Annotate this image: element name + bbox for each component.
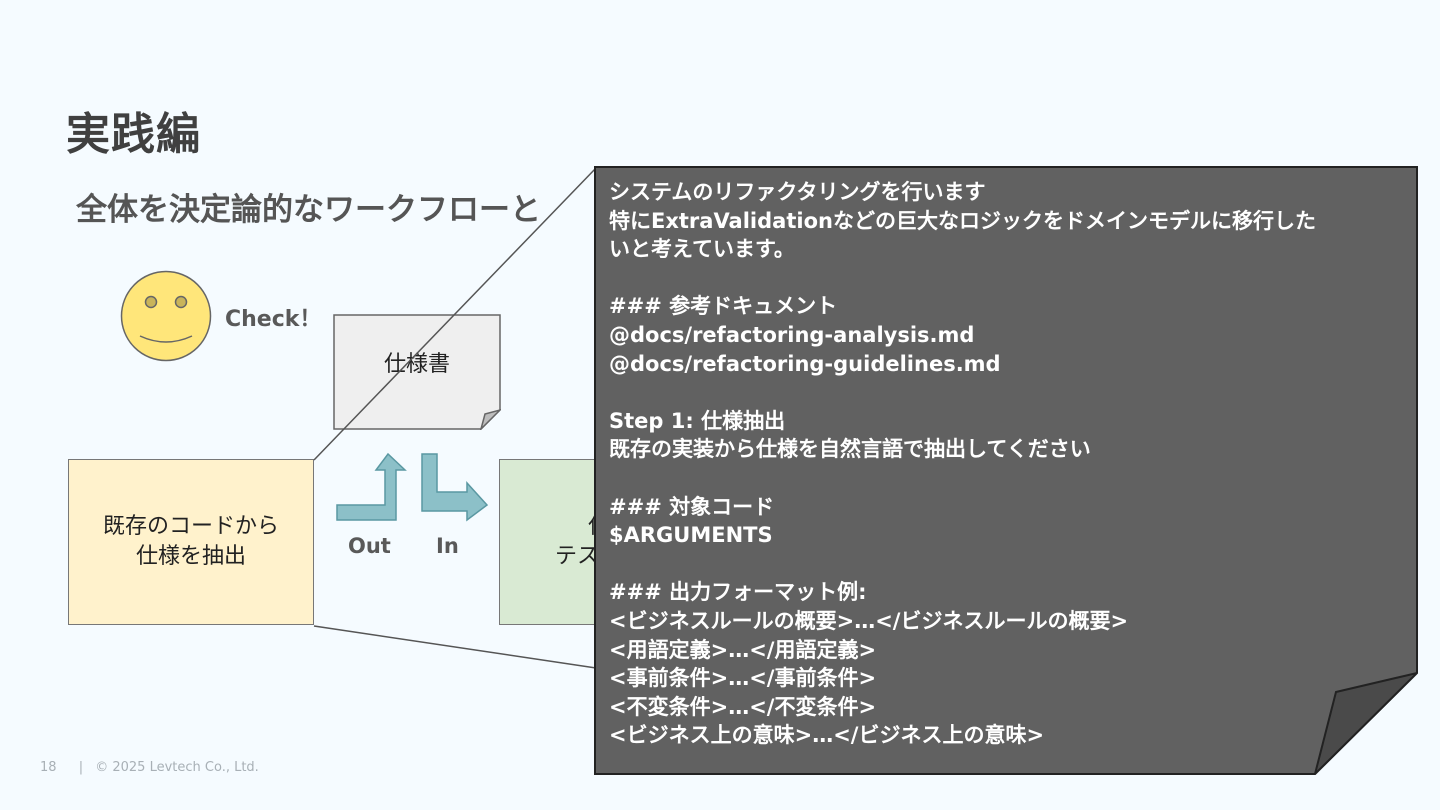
prompt-note-line: @docs/refactoring-guidelines.md [609, 351, 1001, 376]
prompt-note-line [609, 464, 1399, 493]
extract-spec-line-2: 仕様を抽出 [135, 544, 246, 569]
prompt-note-line [609, 264, 1399, 293]
prompt-note-line: <不変条件>…</不変条件> [609, 694, 877, 719]
prompt-note-text: システムのリファクタリングを行います特にExtraValidationなどの巨大… [609, 178, 1399, 750]
prompt-note-line: 特にExtraValidationなどの巨大なロジックをドメインモデルに移行した [609, 208, 1316, 233]
extract-spec-box: 既存のコードから 仕様を抽出 [68, 459, 314, 625]
footer-separator: | [78, 760, 84, 775]
prompt-note-line: ### 参考ドキュメント [609, 294, 838, 319]
in-label: In [436, 534, 459, 558]
prompt-note-line: <事前条件>…</事前条件> [609, 666, 877, 691]
prompt-note-line: いと考えています。 [609, 237, 795, 262]
prompt-note-line: ### 出力フォーマット例: [609, 580, 867, 605]
prompt-note-line [609, 378, 1399, 407]
page-title: 実践編 [66, 109, 201, 160]
out-label: Out [348, 534, 391, 558]
prompt-note-line: <用語定義>…</用語定義> [609, 637, 877, 662]
prompt-note-line: Step 1: 仕様抽出 [609, 408, 786, 433]
prompt-note-shape [594, 166, 1418, 775]
footer: 18 | © 2025 Levtech Co., Ltd. [40, 760, 259, 775]
page-number: 18 [40, 760, 57, 775]
check-label: Check！ [225, 307, 322, 332]
smiley-face-icon [120, 270, 212, 362]
copyright: © 2025 Levtech Co., Ltd. [95, 760, 259, 775]
out-arrow-icon [336, 452, 407, 521]
prompt-note-line: $ARGUMENTS [609, 523, 773, 548]
prompt-note-line: @docs/refactoring-analysis.md [609, 322, 975, 347]
prompt-note-line: <ビジネスルールの概要>…</ビジネスルールの概要> [609, 608, 1129, 633]
out-in-arrows [336, 452, 489, 522]
page-subtitle: 全体を決定論的なワークフローと [76, 192, 541, 228]
extract-spec-line-1: 既存のコードから [102, 514, 279, 539]
prompt-note-line: ### 対象コード [609, 494, 775, 519]
in-arrow-icon [421, 453, 489, 522]
prompt-note-line [609, 550, 1399, 579]
prompt-note-line: <ビジネス上の意味>…</ビジネス上の意味> [609, 723, 1045, 748]
prompt-note-line: 既存の実装から仕様を自然言語で抽出してください [609, 437, 1091, 462]
prompt-note-line: システムのリファクタリングを行います [609, 180, 986, 204]
spec-document-label: 仕様書 [383, 352, 450, 377]
